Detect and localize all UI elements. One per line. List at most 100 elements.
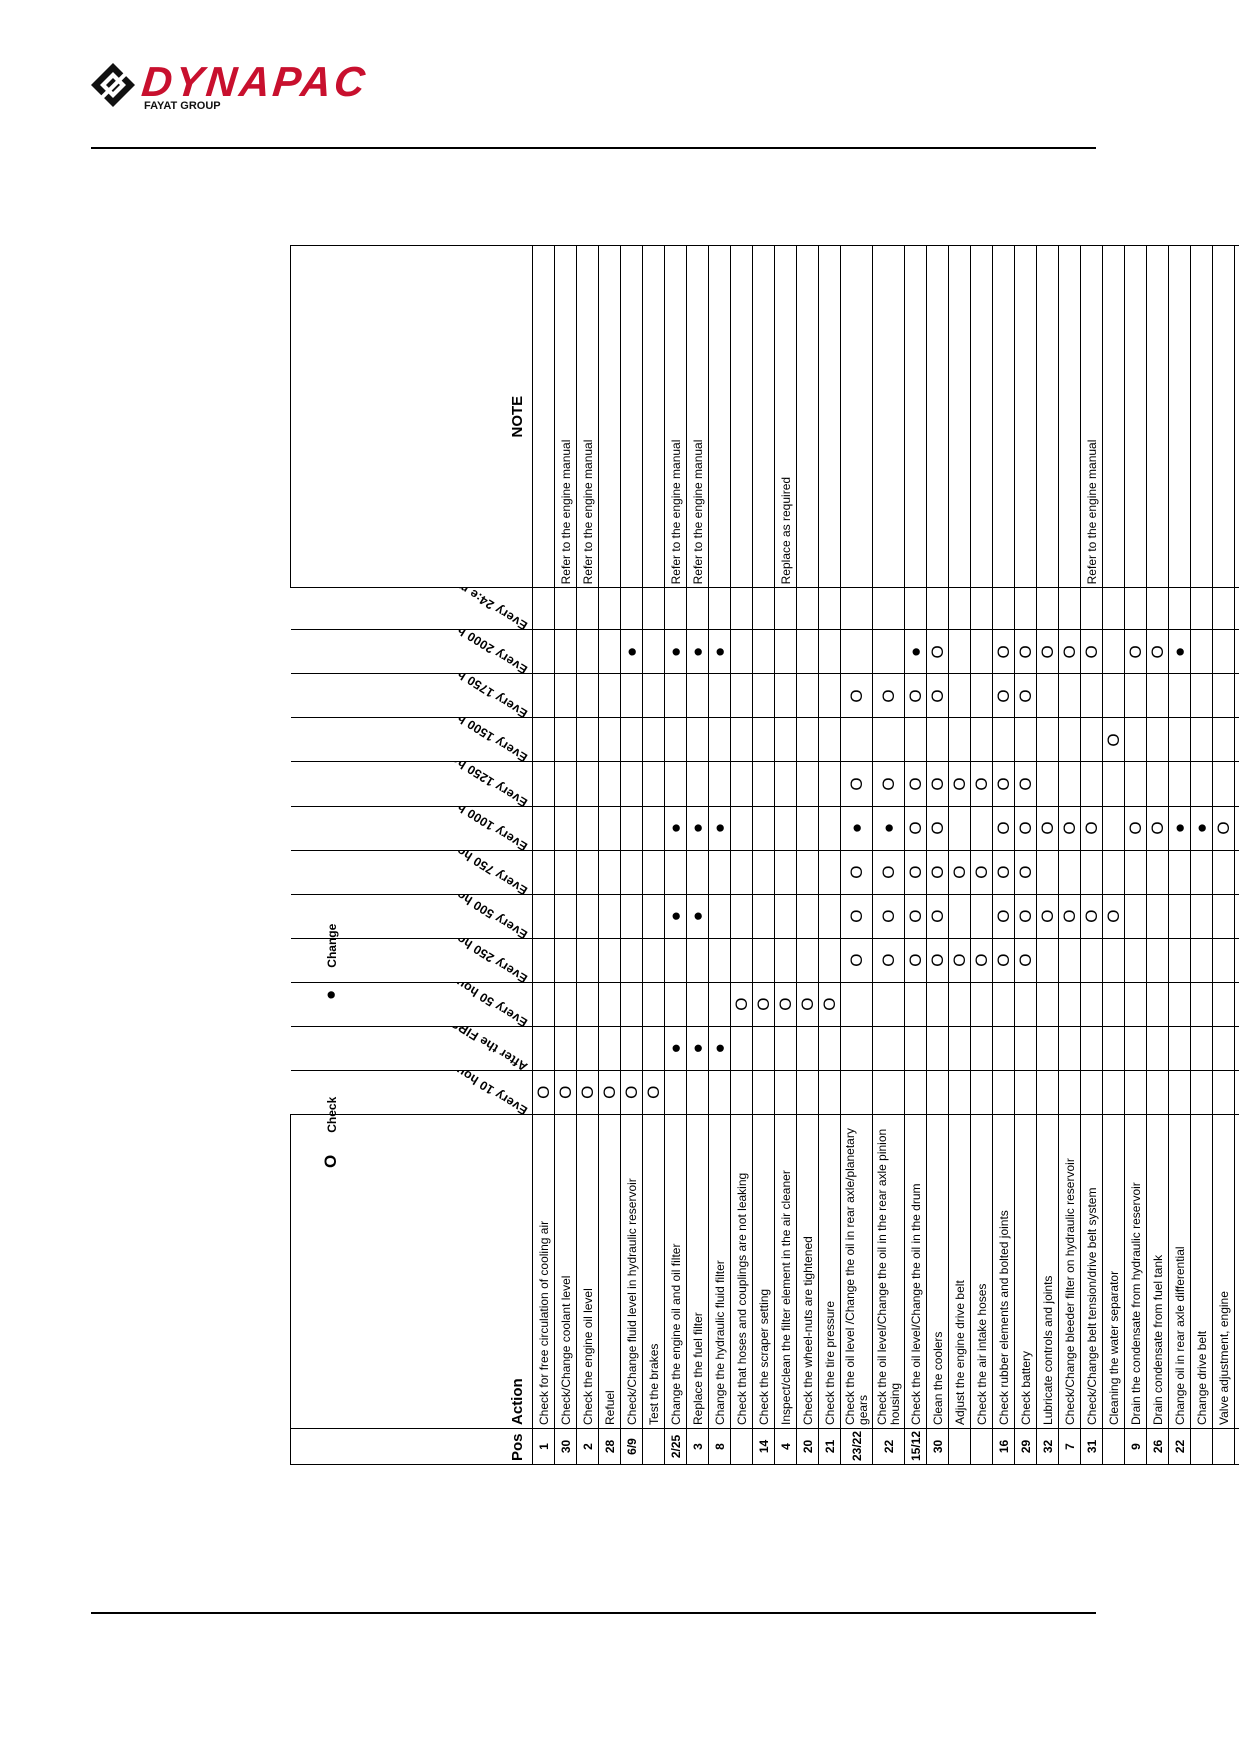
interval-mark: ● [708, 1026, 731, 1071]
interval-mark [796, 938, 819, 983]
interval-mark [872, 1070, 905, 1115]
row-note [1234, 245, 1239, 588]
row-action: Replace the fuel filter [686, 1114, 709, 1429]
row-pos: 30 [926, 1428, 949, 1465]
interval-mark [1190, 938, 1213, 983]
interval-mark [664, 938, 687, 983]
interval-mark [1190, 1026, 1213, 1071]
interval-mark [992, 982, 1015, 1027]
dynapac-logo: DYNAPAC FAYAT GROUP [88, 58, 468, 114]
interval-mark [1124, 587, 1147, 630]
header-rule [91, 147, 1096, 149]
row-action: Change the hydraulic fluid filter [708, 1114, 731, 1429]
interval-mark [1080, 761, 1103, 807]
interval-mark [818, 1070, 841, 1115]
row-pos [1190, 1428, 1213, 1465]
interval-label: Every 10 hours of operation (Daily) [338, 1070, 530, 1114]
interval-mark [1014, 1070, 1037, 1115]
row-note [1212, 245, 1235, 588]
interval-mark: O [992, 673, 1015, 718]
interval-mark [1190, 717, 1213, 762]
interval-mark [970, 717, 993, 762]
interval-mark [620, 761, 643, 807]
row-note [1058, 245, 1081, 588]
interval-mark [1212, 587, 1235, 630]
interval-header: Every 1500 hours of operation [290, 717, 533, 762]
interval-mark [774, 1070, 797, 1115]
interval-mark: O [948, 761, 971, 807]
interval-mark [796, 894, 819, 939]
interval-mark [1234, 761, 1239, 807]
interval-mark: O [1080, 894, 1103, 939]
row-action: Valve adjustment, engine [1212, 1114, 1235, 1429]
row-pos: 28 [598, 1428, 621, 1465]
row-action: Check the oil level/Change the oil in th… [872, 1114, 905, 1429]
interval-mark [840, 629, 873, 674]
interval-mark: ● [686, 894, 709, 939]
interval-mark [730, 894, 753, 939]
interval-mark [620, 1026, 643, 1071]
interval-mark [948, 1026, 971, 1071]
interval-mark: O [872, 673, 905, 718]
interval-mark [948, 894, 971, 939]
interval-mark [818, 761, 841, 807]
row-pos: 8 [708, 1428, 731, 1465]
interval-mark [1080, 938, 1103, 983]
interval-mark [620, 850, 643, 895]
interval-mark [1190, 761, 1213, 807]
interval-mark [1080, 673, 1103, 718]
interval-label: Every 50 hours of operation (Weekly) [327, 982, 530, 1026]
interval-mark [598, 629, 621, 674]
interval-mark [1080, 850, 1103, 895]
interval-mark [598, 1026, 621, 1071]
row-note: Refer to the engine manual [664, 245, 687, 588]
interval-mark [1036, 1070, 1059, 1115]
row-pos: 31 [1080, 1428, 1103, 1465]
interval-mark [708, 850, 731, 895]
legend-check: OCheck [321, 1097, 341, 1168]
note-header: NOTE [290, 245, 533, 588]
interval-mark: O [970, 938, 993, 983]
interval-mark [774, 717, 797, 762]
row-action: Check the wheel-nuts are tightened [796, 1114, 819, 1429]
interval-mark [620, 587, 643, 630]
interval-mark [1212, 1070, 1235, 1115]
table-header-row: Pos Action Every 10 hours of operation (… [290, 245, 533, 1465]
interval-mark [1168, 850, 1191, 895]
interval-mark: O [1080, 629, 1103, 674]
row-note: Refer to the engine manual [1080, 245, 1103, 588]
interval-mark [554, 850, 577, 895]
interval-mark [774, 850, 797, 895]
row-action: Clean the coolers [926, 1114, 949, 1429]
interval-mark [576, 587, 599, 630]
interval-mark [576, 938, 599, 983]
interval-label: Every 1750 hours of operation [363, 674, 530, 718]
interval-mark [642, 938, 665, 983]
interval-mark: O [872, 761, 905, 807]
interval-mark [1102, 629, 1125, 674]
interval-mark [576, 717, 599, 762]
maintenance-table: Pos Action Every 10 hours of operation (… [290, 245, 1239, 1465]
interval-mark [1102, 806, 1125, 851]
interval-header: Every 2000 hours of operation [290, 629, 533, 674]
interval-mark: O [1014, 850, 1037, 895]
interval-mark [970, 587, 993, 630]
interval-mark [904, 982, 927, 1027]
interval-mark [1190, 894, 1213, 939]
interval-mark: ● [872, 806, 905, 851]
check-label: Check [325, 1096, 339, 1133]
row-pos: 22 [1168, 1428, 1191, 1465]
interval-mark [554, 894, 577, 939]
interval-mark: O [1014, 938, 1037, 983]
interval-mark [1058, 717, 1081, 762]
interval-mark [1168, 982, 1191, 1027]
interval-mark [774, 894, 797, 939]
row-pos: 30 [554, 1428, 577, 1465]
interval-mark [554, 587, 577, 630]
